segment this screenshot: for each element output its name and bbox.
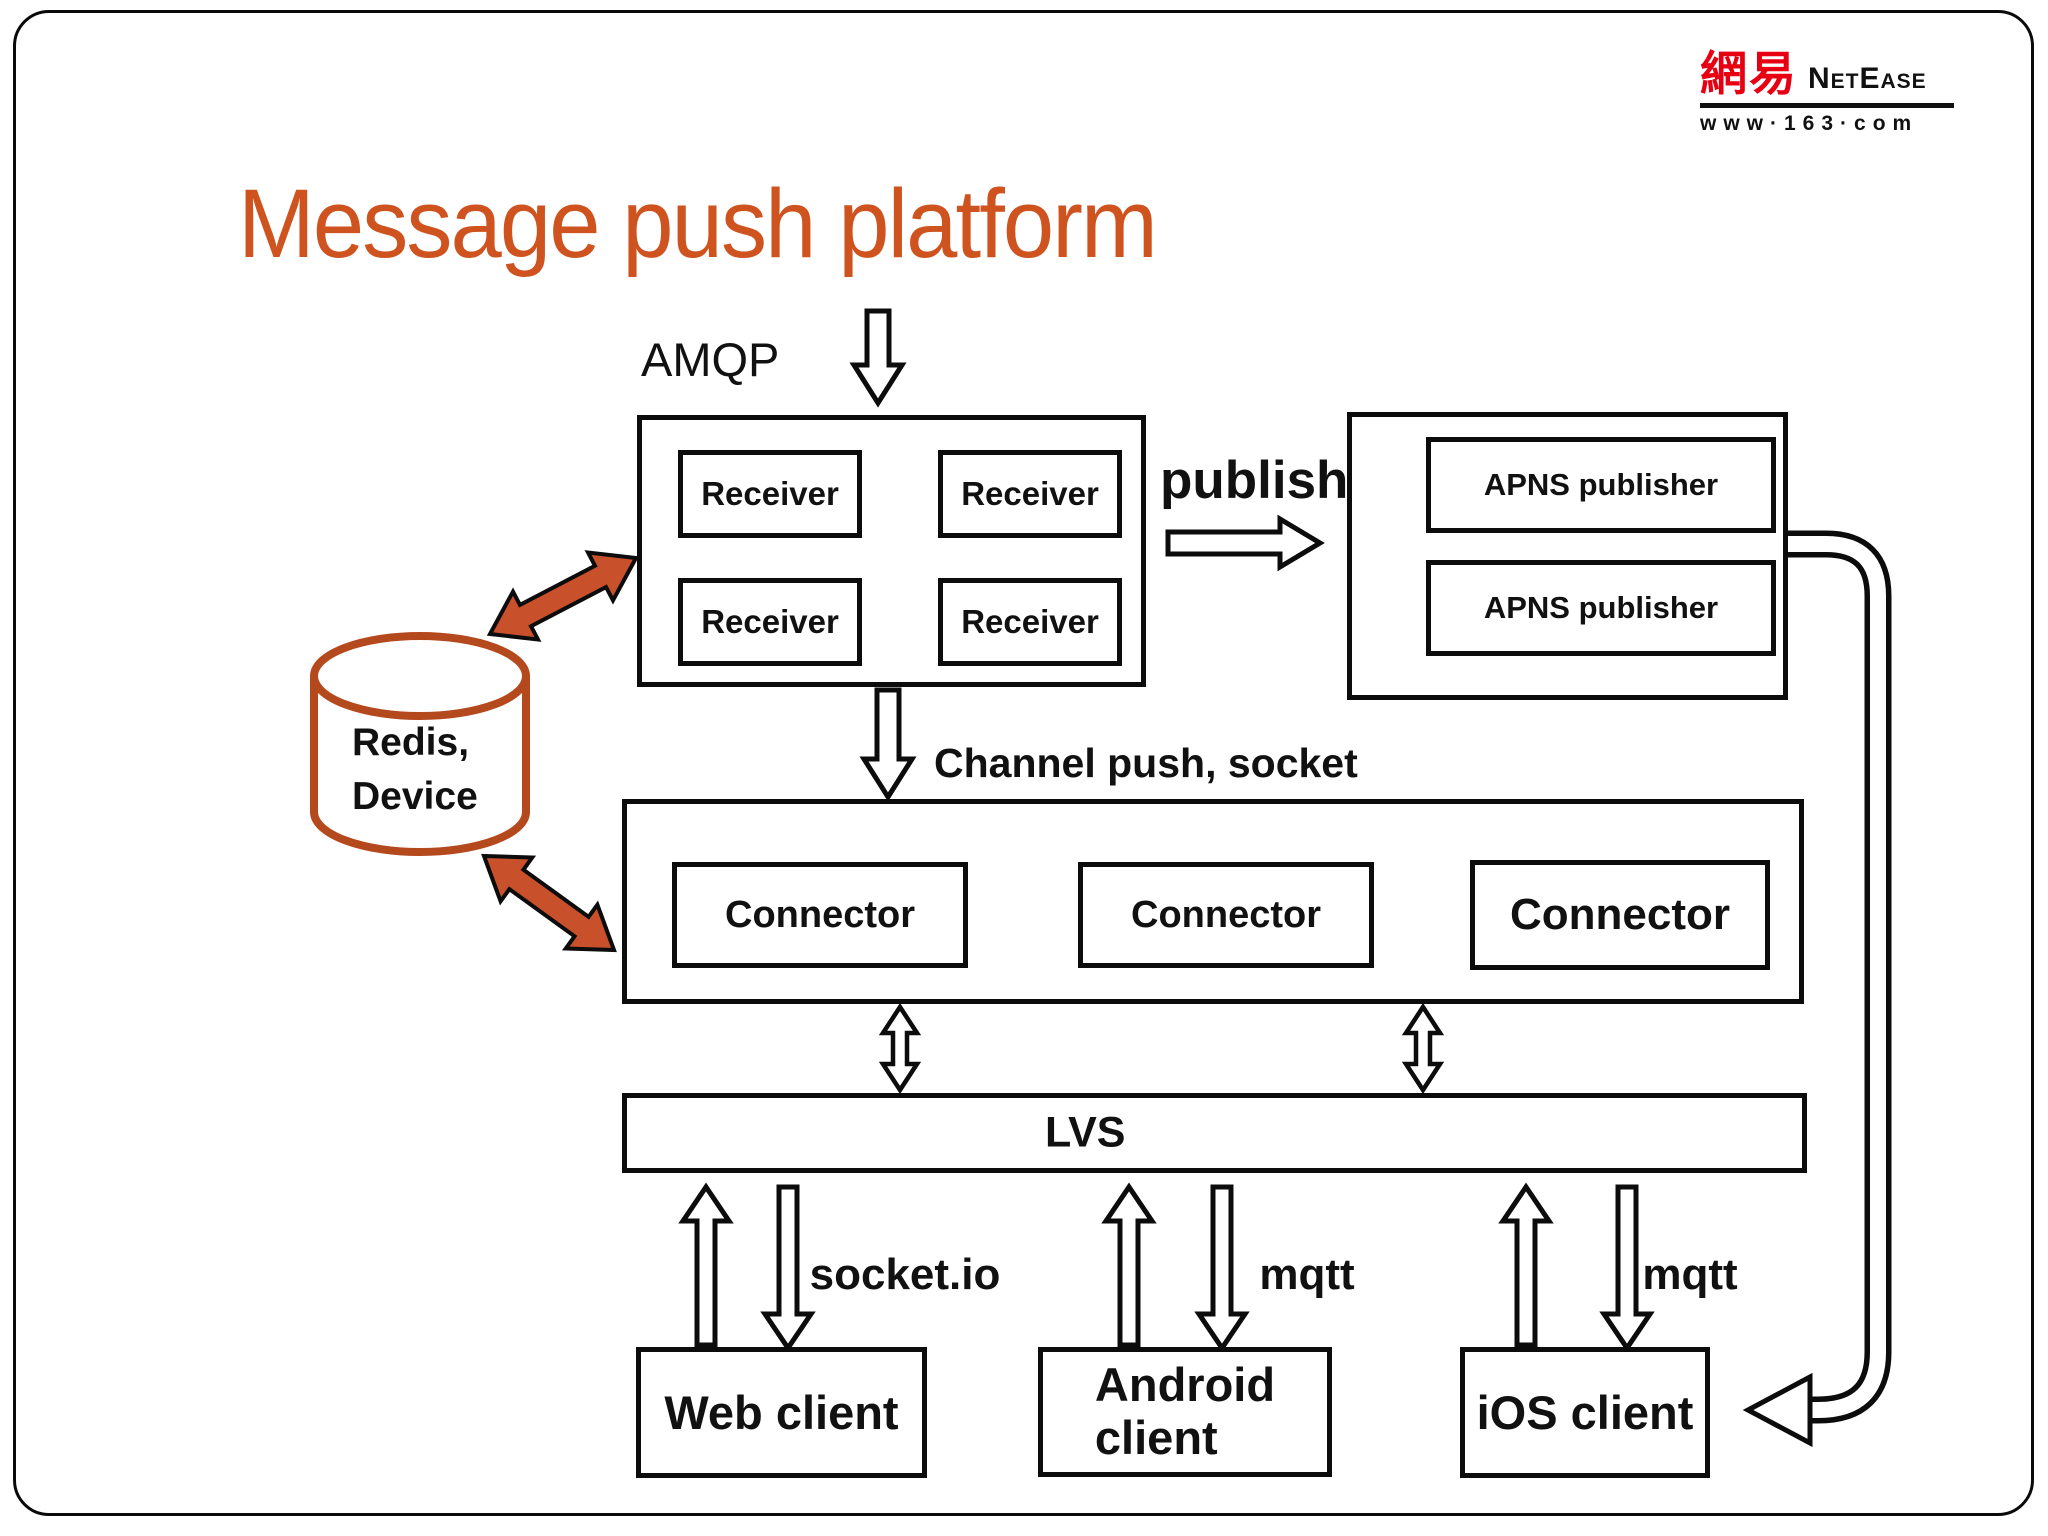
receiver-node: Receiver: [938, 578, 1122, 666]
publish-right-arrow: [1165, 514, 1325, 572]
lvs-bar: LVS: [622, 1093, 1807, 1173]
netease-cjk-logo-icon: 網易: [1700, 47, 1798, 100]
lvs-ios-up-arrow: [1498, 1182, 1554, 1348]
ios-client-node: iOS client: [1460, 1347, 1710, 1478]
redis-device-label: Redis, Device: [352, 721, 478, 818]
lvs-android-down-arrow: [1194, 1184, 1250, 1353]
redis-receivers-arrow: [486, 550, 640, 642]
logo-url-text: www·163·com: [1700, 112, 1919, 135]
feedback-arrowhead-icon: [1742, 1372, 1813, 1448]
channel-push-down-arrow: [859, 687, 917, 802]
netease-brand-text: NetEase: [1808, 62, 1927, 95]
slide-border: [13, 10, 2034, 1516]
lvs-android-up-arrow: [1101, 1182, 1157, 1348]
page-title: Message push platform: [238, 169, 1158, 278]
amqp-label: AMQP: [641, 333, 780, 386]
connector-node: Connector: [1078, 862, 1374, 968]
publish-label: publish: [1160, 451, 1349, 510]
receiver-node: Receiver: [678, 450, 862, 538]
logo-divider: [1700, 103, 1954, 108]
lvs-ios-down-arrow: [1599, 1184, 1655, 1353]
connector-lvs-arrow-right: [1401, 1002, 1445, 1095]
receiver-node: Receiver: [938, 450, 1122, 538]
mqtt-ios-label: mqtt: [1642, 1250, 1738, 1299]
redis-cylinder-icon: [310, 632, 530, 856]
amqp-down-arrow: [849, 308, 907, 408]
apns-to-ios-feedback-arrow-inner: [1786, 536, 1886, 1418]
android-client-node: Android client: [1038, 1347, 1332, 1477]
connector-node: Connector: [1470, 860, 1770, 970]
mqtt-android-label: mqtt: [1259, 1250, 1355, 1299]
netease-logo: 網易 NetEase www·163·com: [1700, 50, 1954, 136]
connector-lvs-arrow-left: [878, 1002, 922, 1095]
lvs-web-down-arrow: [760, 1184, 816, 1353]
web-client-node: Web client: [636, 1347, 927, 1478]
receiver-node: Receiver: [678, 578, 862, 666]
channel-push-label: Channel push, socket: [934, 740, 1358, 786]
socketio-label: socket.io: [809, 1250, 1001, 1299]
redis-connector-arrow: [481, 853, 617, 953]
lvs-web-up-arrow: [678, 1182, 734, 1348]
apns-publisher-node: APNS publisher: [1426, 437, 1776, 533]
connector-node: Connector: [672, 862, 968, 968]
apns-publisher-node: APNS publisher: [1426, 560, 1776, 656]
lvs-label: LVS: [1045, 1108, 1126, 1157]
